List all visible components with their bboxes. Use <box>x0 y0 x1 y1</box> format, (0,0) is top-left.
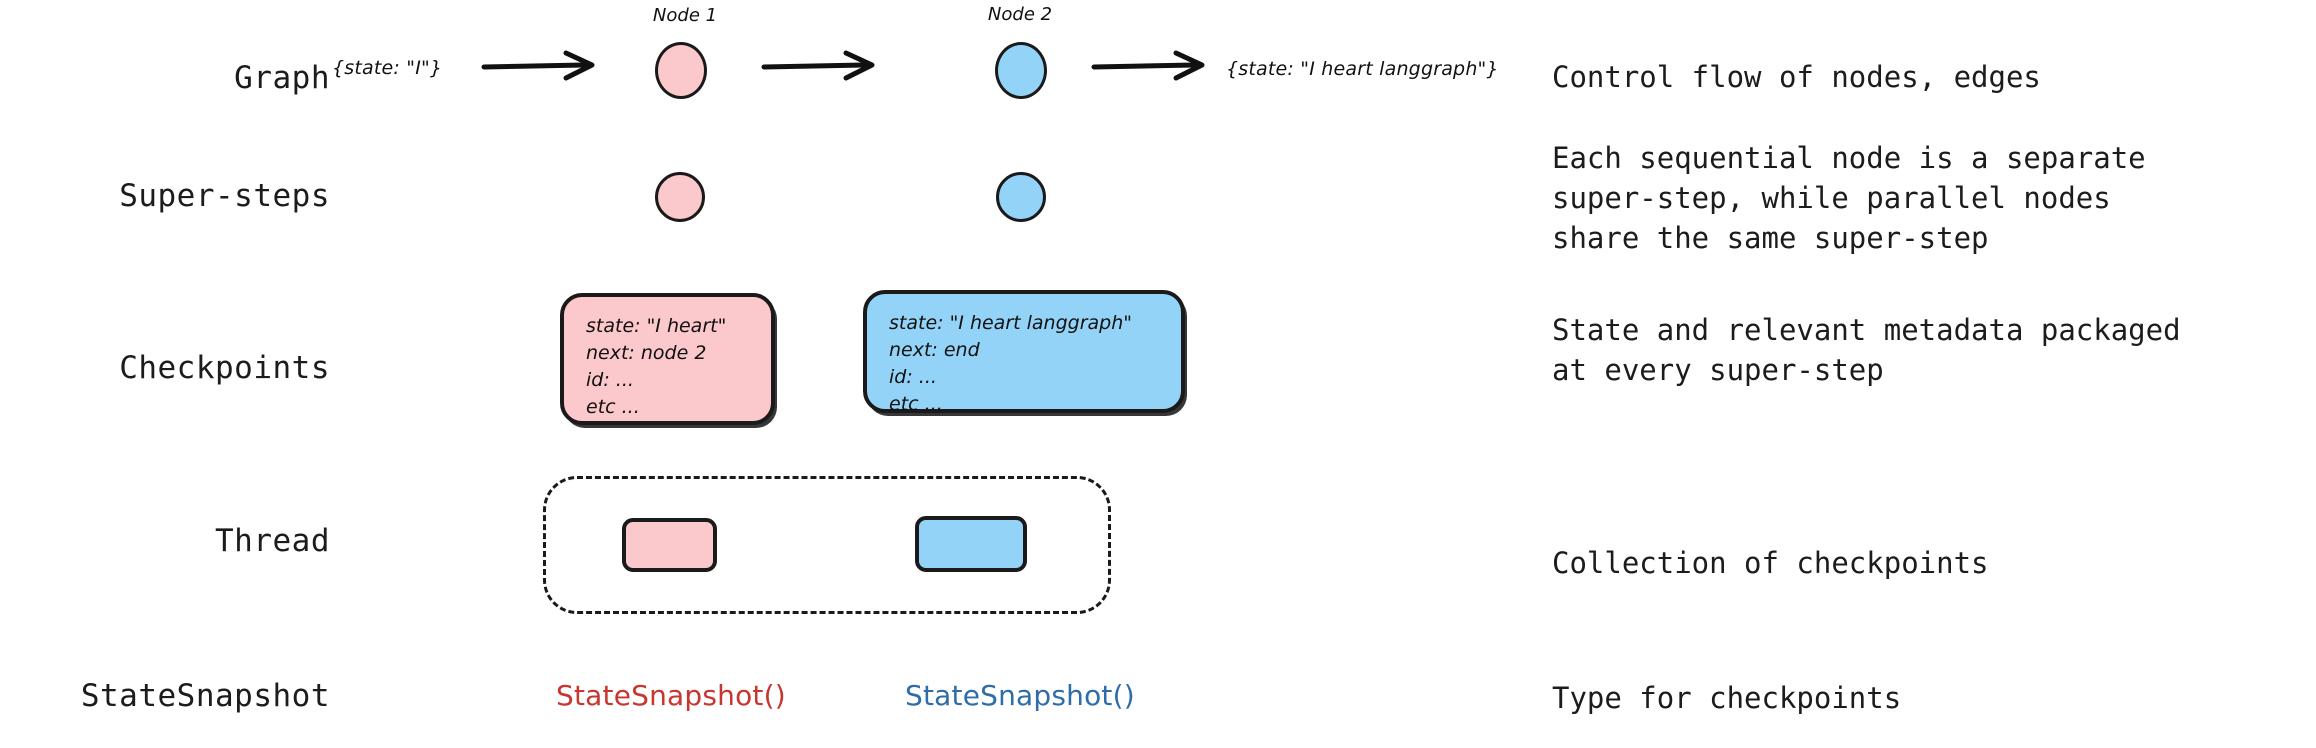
thread-checkpoint-blue <box>915 516 1027 572</box>
thread-checkpoint-pink <box>622 518 717 572</box>
checkpoints-description: State and relevant metadata packaged at … <box>1552 313 2181 388</box>
graph-arrow-1 <box>481 50 595 81</box>
statesnapshot-label-pink: StateSnapshot() <box>556 679 786 712</box>
checkpoint-box-blue: state: "I heart langgraph" next: end id:… <box>863 290 1185 415</box>
node-1-caption: Node 1 <box>652 5 718 26</box>
row-label-graph: Graph <box>234 60 330 96</box>
superstep-circle-1 <box>655 172 705 222</box>
graph-description: Control flow of nodes, edges <box>1552 60 2041 94</box>
checkpoint-box-blue-text: state: "I heart langgraph" next: end id:… <box>889 312 1133 415</box>
checkpoint-box-pink-text: state: "I heart" next: node 2 id: ... et… <box>586 315 727 418</box>
superstep-circle-2 <box>996 172 1046 222</box>
row-label-statesnapshot: StateSnapshot <box>80 678 330 714</box>
node-2-caption: Node 2 <box>987 4 1053 25</box>
super-steps-description: Each sequential node is a separate super… <box>1552 141 2146 256</box>
thread-container <box>543 476 1111 614</box>
graph-arrow-3 <box>1091 50 1205 81</box>
statesnapshot-description: Type for checkpoints <box>1552 681 1902 715</box>
graph-node-1-circle <box>655 42 707 99</box>
graph-output-state-label: {state: "I heart langgraph"} <box>1226 58 1499 80</box>
statesnapshot-label-blue: StateSnapshot() <box>905 679 1135 712</box>
checkpoint-box-pink: state: "I heart" next: node 2 id: ... et… <box>560 293 775 425</box>
row-label-checkpoints: Checkpoints <box>119 350 330 386</box>
graph-input-state-label: {state: "I"} <box>332 57 443 79</box>
thread-description: Collection of checkpoints <box>1552 546 1989 580</box>
row-label-thread: Thread <box>215 523 330 559</box>
graph-arrow-2 <box>761 50 875 81</box>
graph-node-2-circle <box>995 42 1047 99</box>
row-label-super-steps: Super-steps <box>119 178 330 214</box>
